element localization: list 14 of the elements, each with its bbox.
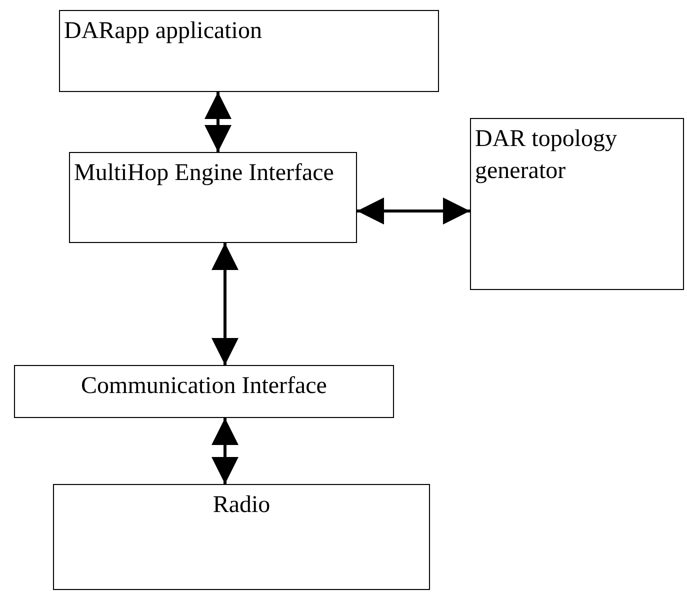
process-box [59, 10, 439, 92]
box-label: Radio [212, 491, 272, 520]
process-box [69, 152, 357, 243]
box-label: DARapp application [64, 17, 263, 46]
box-label: MultiHop Engine Interface [74, 159, 335, 188]
process-box [14, 365, 394, 418]
box-label: Communication Interface [80, 372, 328, 401]
process-box [53, 484, 430, 590]
box-label: DAR topology generator [475, 125, 618, 186]
double-arrow [204, 92, 232, 152]
process-box [470, 118, 684, 290]
double-arrow [357, 198, 470, 224]
double-arrow [212, 243, 238, 365]
double-arrow [212, 418, 238, 484]
